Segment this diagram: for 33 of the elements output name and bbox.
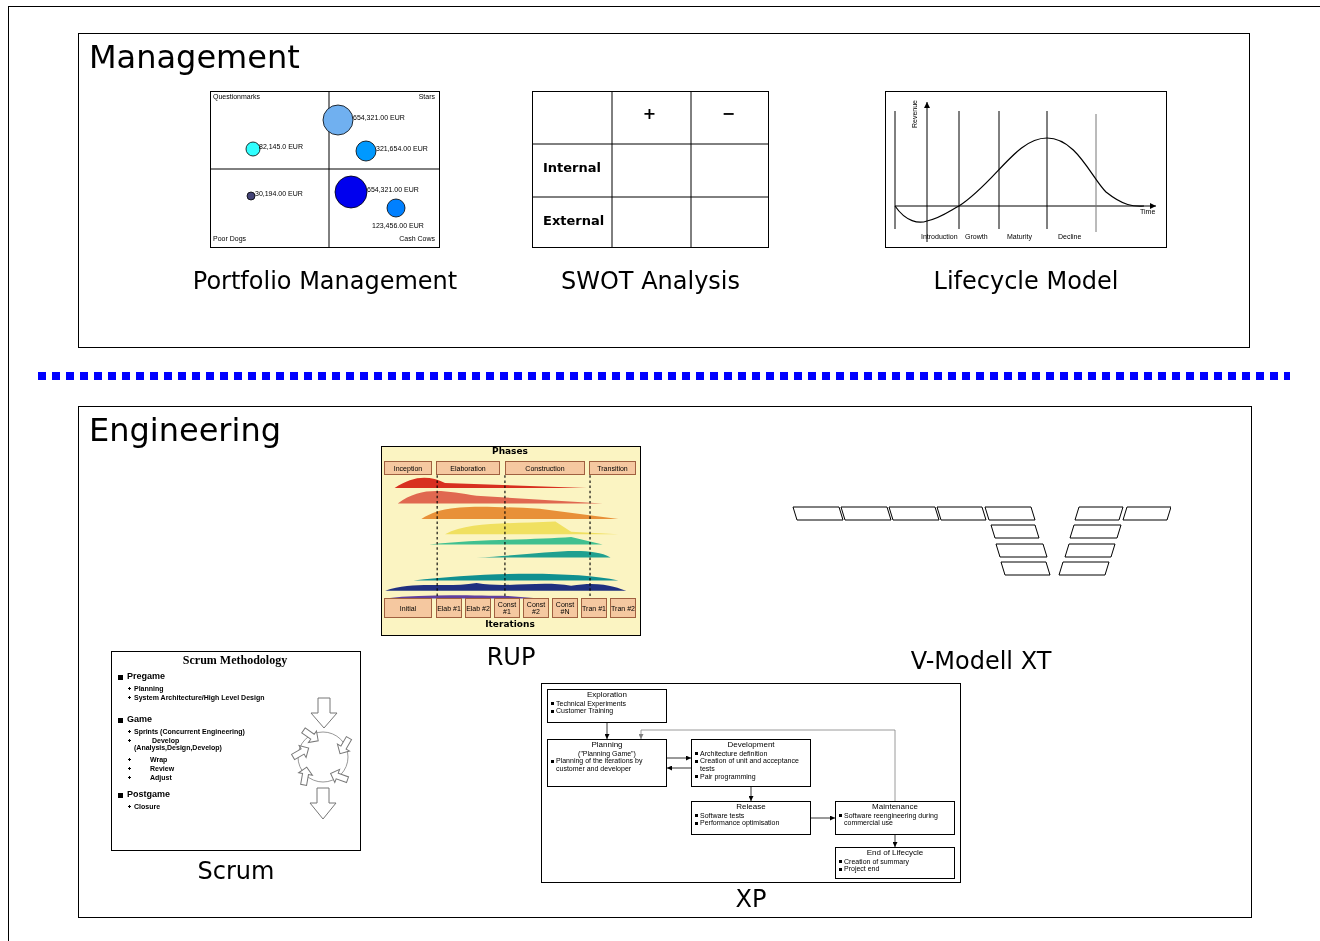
figure-caption: Lifecycle Model	[933, 267, 1119, 296]
figure-caption: SWOT Analysis	[561, 267, 740, 296]
list-heading: Postgame	[118, 790, 170, 800]
process-box	[547, 689, 667, 723]
column-header: −	[720, 106, 737, 123]
figure-caption: XP	[735, 885, 767, 914]
section-title: Engineering	[89, 411, 281, 449]
row-header: Internal	[543, 161, 602, 175]
figure-caption: Portfolio Management	[192, 267, 458, 296]
process-box	[835, 801, 955, 835]
box-title: End of Lifecycle	[865, 849, 925, 858]
row-header: External	[543, 214, 605, 228]
column-header: +	[641, 106, 658, 123]
process-box	[691, 739, 811, 787]
box-title: Development	[726, 741, 776, 750]
section-panel	[78, 33, 1250, 348]
process-box	[835, 847, 955, 879]
box-title: Planning	[590, 741, 624, 750]
box-title: Exploration	[586, 691, 628, 700]
box-title: Release	[735, 803, 767, 812]
section-panel	[78, 406, 1252, 918]
figure-caption: V-Modell XT	[910, 647, 1052, 676]
slide-title: Scrum Methodology	[181, 654, 289, 667]
section-title: Management	[89, 38, 300, 76]
axis-title: Iterations	[484, 620, 536, 630]
list-heading: Game	[118, 715, 152, 725]
list-heading: Pregame	[118, 672, 166, 682]
figure-caption: Scrum	[197, 857, 275, 886]
box-title: Maintenance	[871, 803, 919, 812]
chart-title: Phases	[491, 447, 529, 457]
figure-caption: RUP	[486, 643, 536, 672]
process-box	[691, 801, 811, 835]
process-box	[547, 739, 667, 787]
